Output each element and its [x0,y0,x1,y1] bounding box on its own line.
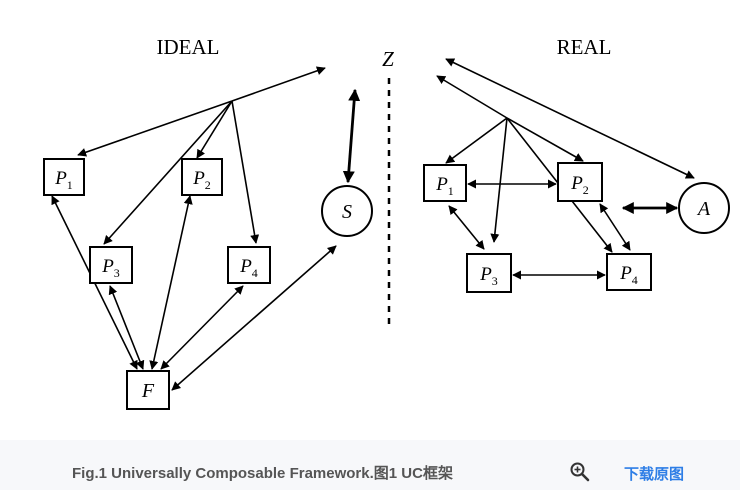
ideal-party-p3: P3 [89,246,133,284]
arrow-real-p1-p3 [448,205,485,250]
arrow-real-hub-to-p3 [490,117,508,243]
svg-text:A: A [696,198,711,220]
svg-text:S: S [342,201,352,223]
arrow-ideal-hub-to-p2 [196,100,233,159]
real-party-p3: P3 [466,253,512,293]
arrow-real-hub-to-p2 [506,117,584,162]
svg-text:F: F [141,380,155,402]
environment-z-label: Z [382,47,394,71]
real-adversary-a: A [678,182,730,234]
figure-caption: Fig.1 Universally Composable Framework.图… [72,465,453,482]
ideal-simulator-s: S [321,185,373,237]
arrow-ideal-p3-f [108,285,145,370]
ideal-arrows [51,66,361,391]
arrow-ideal-p2-f [149,195,193,370]
arrow-ideal-p4-f [160,285,244,370]
ideal-party-p2: P2 [181,158,223,196]
arrow-ideal-hub-to-z [231,66,326,102]
svg-text:P1: P1 [435,174,454,198]
ideal-party-p4: P4 [227,246,271,284]
ideal-title: IDEAL [157,35,220,59]
arrow-real-hub-to-z [436,75,508,119]
real-party-p1: P1 [423,164,467,202]
svg-text:P4: P4 [619,263,638,287]
real-party-p4: P4 [606,253,652,291]
arrow-ideal-s-z [342,88,361,184]
svg-text:P2: P2 [192,168,211,192]
zoom-in-icon[interactable] [569,461,591,483]
arrow-ideal-hub-to-p4 [231,100,260,244]
svg-text:P3: P3 [479,264,498,288]
real-title: REAL [557,35,612,59]
caption-bar [0,440,740,490]
download-original-image-link[interactable]: 下载原图 [624,466,685,483]
svg-text:P2: P2 [570,173,589,197]
svg-text:P4: P4 [239,256,258,280]
real-party-p2: P2 [557,162,603,202]
svg-text:P1: P1 [54,168,73,192]
arrow-real-a-z [445,58,695,179]
arrow-ideal-hub-to-p1 [77,100,233,157]
ideal-functionality-f: F [126,370,170,410]
arrow-real-p2-p4 [599,203,631,251]
ideal-party-p1: P1 [43,158,85,196]
arrow-ideal-f-s [171,245,337,391]
uc-framework-diagram: IDEAL REAL Z P1 P2 P3 P4 F S [43,35,730,410]
svg-text:P3: P3 [101,256,120,280]
arrow-real-hub-to-p1 [445,117,508,164]
